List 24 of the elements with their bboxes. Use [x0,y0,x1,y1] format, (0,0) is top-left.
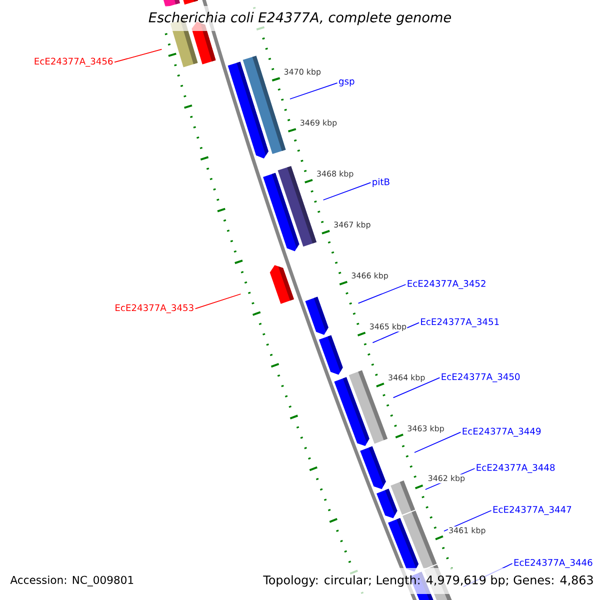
title: Escherichia coli E24377A, complete genome [144,6,456,31]
gene-block [263,172,300,252]
gene-label: gsp [339,79,354,86]
gene-block [228,62,268,159]
gene-label: EcE24377A_3453 [116,304,194,314]
leader-line [290,82,338,100]
leader-line [392,377,440,398]
leader-line [322,182,372,200]
gene-label: EcE24377A_3451 [421,318,499,328]
gene-label: EcE24377A_3450 [442,373,520,382]
leader-line [444,510,492,532]
gene-label: EcE24377A_3456 [34,58,113,67]
accession-text: Accession: NC_009801 [6,568,138,594]
gene-label: EcE24377A_3446 [514,559,592,568]
leader-line [358,284,406,304]
leader-line [414,432,462,453]
gene-label: EcE24377A_3447 [493,506,572,515]
genome-stats-text: Topology: circular; Length: 4,979,619 bp; Genes: 4,863 [259,568,598,594]
leader-line [194,294,242,310]
gene-label: pitB [372,178,390,187]
gene-label: EcE24377A_3448 [476,464,555,473]
gene-block [270,265,294,304]
gene-label: EcE24377A_3449 [462,428,541,437]
gene-label: EcE24377A_3452 [408,280,486,289]
